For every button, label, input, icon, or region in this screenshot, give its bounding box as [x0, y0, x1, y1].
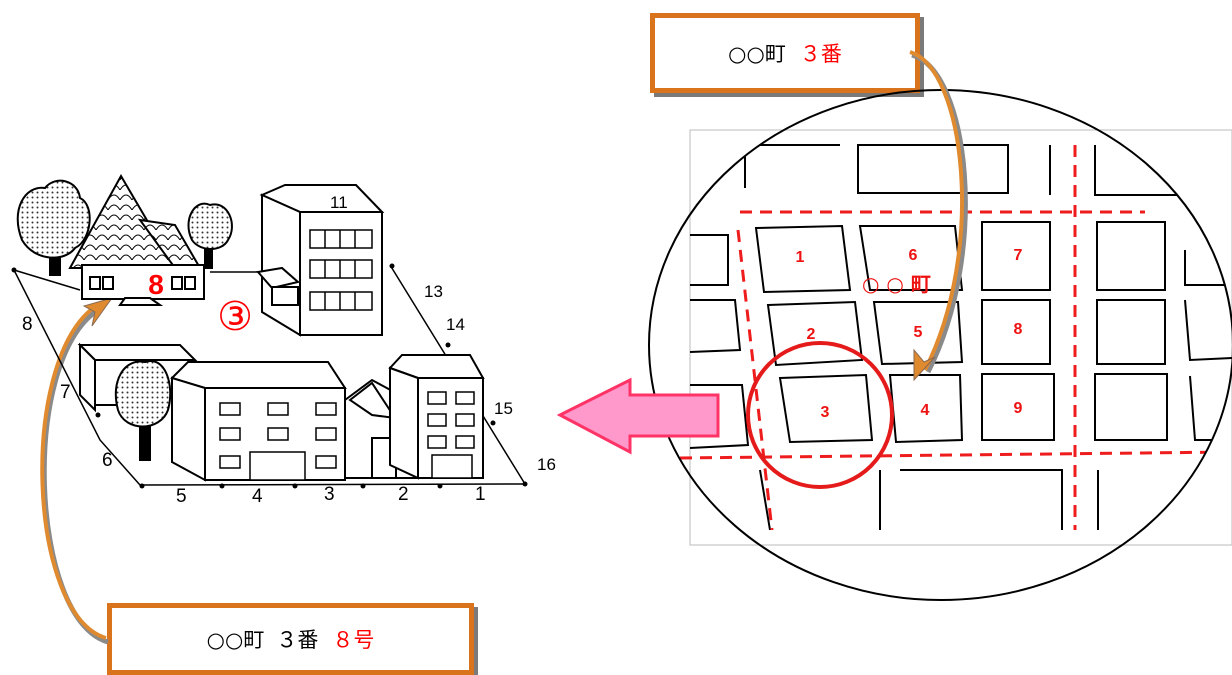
edge-number-14: 14 — [446, 315, 465, 334]
edge-number-5: 5 — [176, 486, 187, 507]
map-block-2: 2 — [807, 326, 816, 343]
map-block-7: 7 — [1014, 247, 1023, 264]
tree-lower-icon — [114, 359, 172, 461]
bottom-lot-label: ８号 — [332, 628, 375, 652]
top-town-label: ○○町 — [728, 42, 786, 66]
long-building-icon — [170, 361, 347, 482]
house-lot-number: 8 — [148, 269, 164, 300]
edge-number-6: 6 — [102, 450, 113, 471]
map-block-8: 8 — [1014, 321, 1023, 338]
map-block-6: 6 — [909, 247, 918, 264]
map-block-4: 4 — [921, 402, 930, 419]
top-callout-arrow — [909, 50, 968, 382]
house-icon: 8 — [68, 173, 205, 306]
edge-number-1: 1 — [475, 484, 486, 505]
map-ellipse — [648, 89, 1232, 601]
bottom-block-label: ３番 — [276, 628, 319, 652]
map-block-3: 3 — [821, 404, 830, 421]
map-blocks: 1 2 3 4 5 6 7 8 9 ○ ○ 町 — [679, 144, 1232, 531]
edge-number-8: 8 — [22, 314, 33, 335]
top-block-label: ３番 — [799, 42, 842, 66]
tree-right-icon — [187, 202, 233, 269]
block-number-badge: ③ — [217, 294, 253, 340]
bottom-address-box: ○○町 ３番 ８号 — [107, 603, 474, 675]
map-block-5: 5 — [914, 324, 923, 341]
map-block-9: 9 — [1014, 400, 1023, 417]
edge-numbers: 1 2 3 4 5 6 7 8 13 14 15 16 — [22, 282, 556, 507]
map-block-1: 1 — [796, 249, 805, 266]
top-address-box: ○○町 ３番 — [650, 13, 920, 93]
edge-number-4: 4 — [252, 486, 263, 507]
edge-number-7: 7 — [60, 382, 71, 403]
edge-number-16: 16 — [537, 455, 556, 474]
bottom-town-label: ○○町 — [206, 628, 265, 652]
right-building-icon — [388, 354, 485, 480]
edge-number-15: 15 — [494, 399, 513, 418]
left-arrow-icon — [556, 377, 720, 455]
edge-number-3: 3 — [324, 484, 335, 505]
edge-number-13: 13 — [424, 282, 443, 301]
bottom-callout-arrow — [40, 297, 114, 645]
block-highlight-circle — [746, 341, 894, 489]
edge-number-2: 2 — [398, 484, 409, 505]
tall-building-icon: 11 — [256, 184, 385, 337]
building-number: 11 — [330, 193, 348, 212]
tree-left-icon — [16, 179, 91, 276]
map-town-label: ○ ○ 町 — [862, 272, 931, 296]
block-illustration: 8 11 ③ — [11, 173, 556, 507]
map-block-numbers: 1 2 3 4 5 6 7 8 9 — [796, 247, 1023, 421]
